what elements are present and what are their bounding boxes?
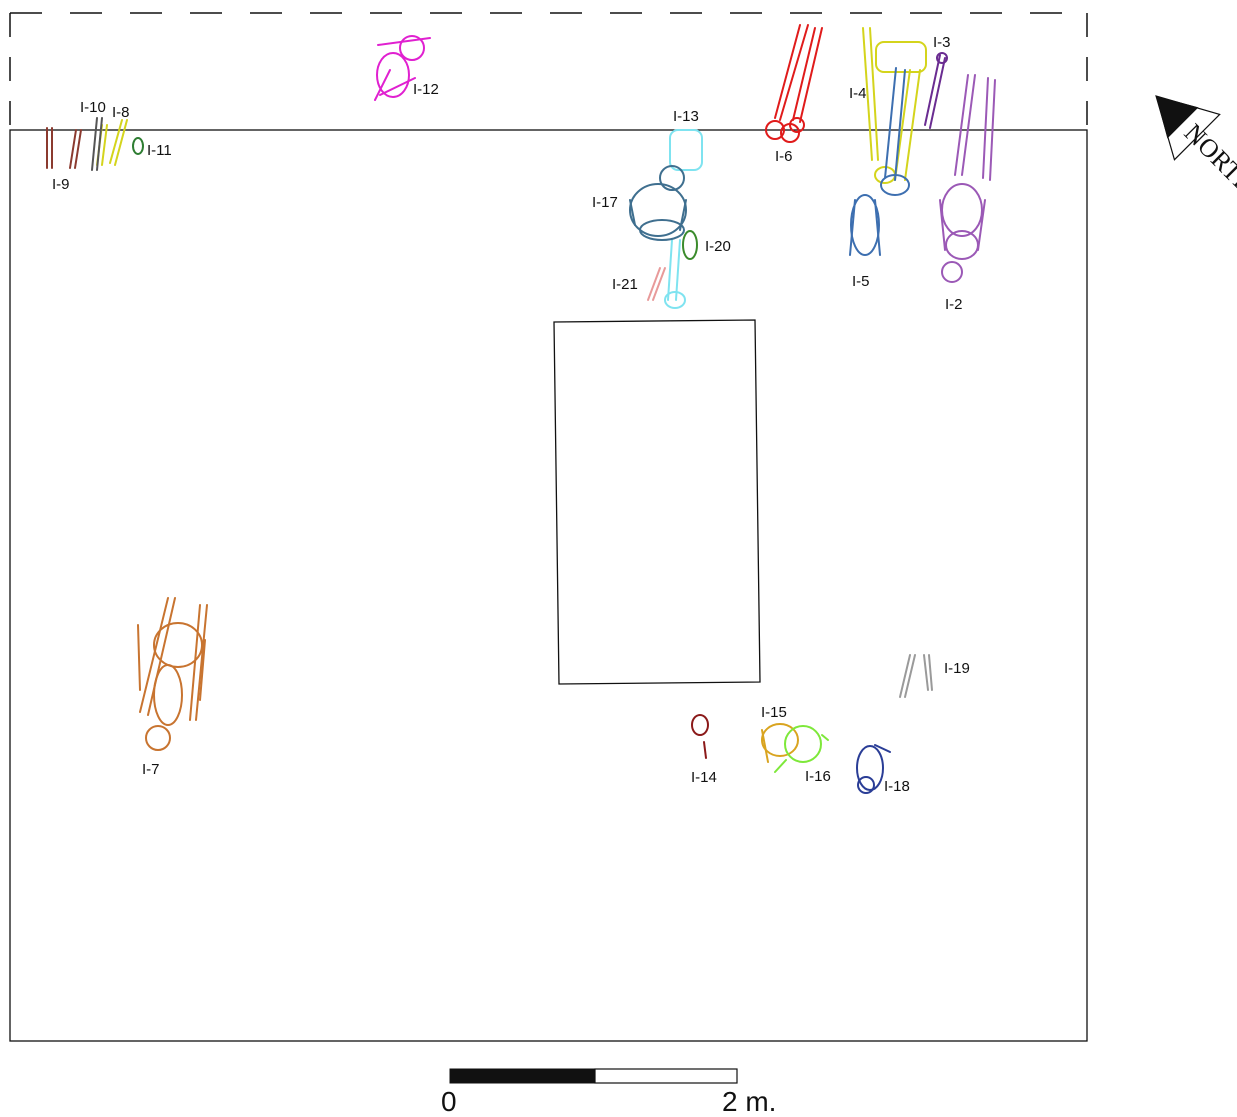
skeleton-i-5	[849, 67, 910, 256]
label-i-3: I-3	[933, 34, 951, 51]
label-i-2: I-2	[945, 296, 963, 313]
scale-bar-white-segment	[594, 1068, 738, 1084]
skeleton-i-15	[761, 723, 799, 763]
skeleton-i-16	[774, 725, 829, 773]
skeleton-i-20	[682, 230, 698, 260]
skeleton-i-11	[132, 137, 144, 155]
north-arrow: NORTE	[1155, 95, 1237, 199]
skeleton-i-13	[664, 129, 703, 309]
skeleton-i-10	[91, 117, 103, 171]
label-i-10: I-10	[80, 99, 106, 116]
skeleton-i-21	[647, 267, 666, 301]
skeleton-i-18	[856, 744, 891, 794]
north-label: NORTE	[1179, 118, 1237, 199]
label-i-21: I-21	[612, 276, 638, 293]
label-i-4: I-4	[849, 85, 867, 102]
skeleton-i-3	[924, 52, 948, 129]
trench-outline	[9, 129, 1088, 1042]
scale-bar-black-segment	[449, 1068, 596, 1084]
label-i-5: I-5	[852, 273, 870, 290]
skeleton-i-9	[46, 127, 82, 169]
skeleton-i-4	[862, 27, 927, 184]
skeleton-drawings	[46, 24, 996, 794]
label-i-19: I-19	[944, 660, 970, 677]
label-i-17: I-17	[592, 194, 618, 211]
label-i-13: I-13	[673, 108, 699, 125]
north-arrow-fill	[1156, 96, 1199, 139]
label-i-11: I-11	[147, 142, 172, 159]
label-i-16: I-16	[805, 768, 831, 785]
skeleton-i-12	[374, 35, 431, 101]
skeleton-i-2	[939, 74, 996, 283]
scale-bar: 0 2 m.	[441, 1068, 776, 1117]
label-i-7: I-7	[142, 761, 160, 778]
scale-end-label: 2 m.	[722, 1086, 776, 1117]
label-i-14: I-14	[691, 769, 717, 786]
label-i-6: I-6	[775, 148, 793, 165]
label-i-18: I-18	[884, 778, 910, 795]
excavation-boundary	[9, 12, 1088, 1042]
skeleton-i-19	[899, 654, 933, 698]
burial-labels: I-2 I-3 I-4 I-5 I-6 I-7 I-8 I-9 I-10 I-1…	[52, 34, 970, 795]
label-i-12: I-12	[413, 81, 439, 98]
skeleton-i-17	[629, 165, 687, 241]
label-i-20: I-20	[705, 238, 731, 255]
label-i-15: I-15	[761, 704, 787, 721]
label-i-9: I-9	[52, 176, 70, 193]
label-i-8: I-8	[112, 104, 130, 121]
scale-start-label: 0	[441, 1086, 457, 1117]
skeleton-i-6	[765, 24, 823, 143]
skeleton-i-14	[691, 714, 709, 759]
central-structure-outline	[553, 319, 761, 685]
skeleton-i-7	[137, 597, 208, 751]
